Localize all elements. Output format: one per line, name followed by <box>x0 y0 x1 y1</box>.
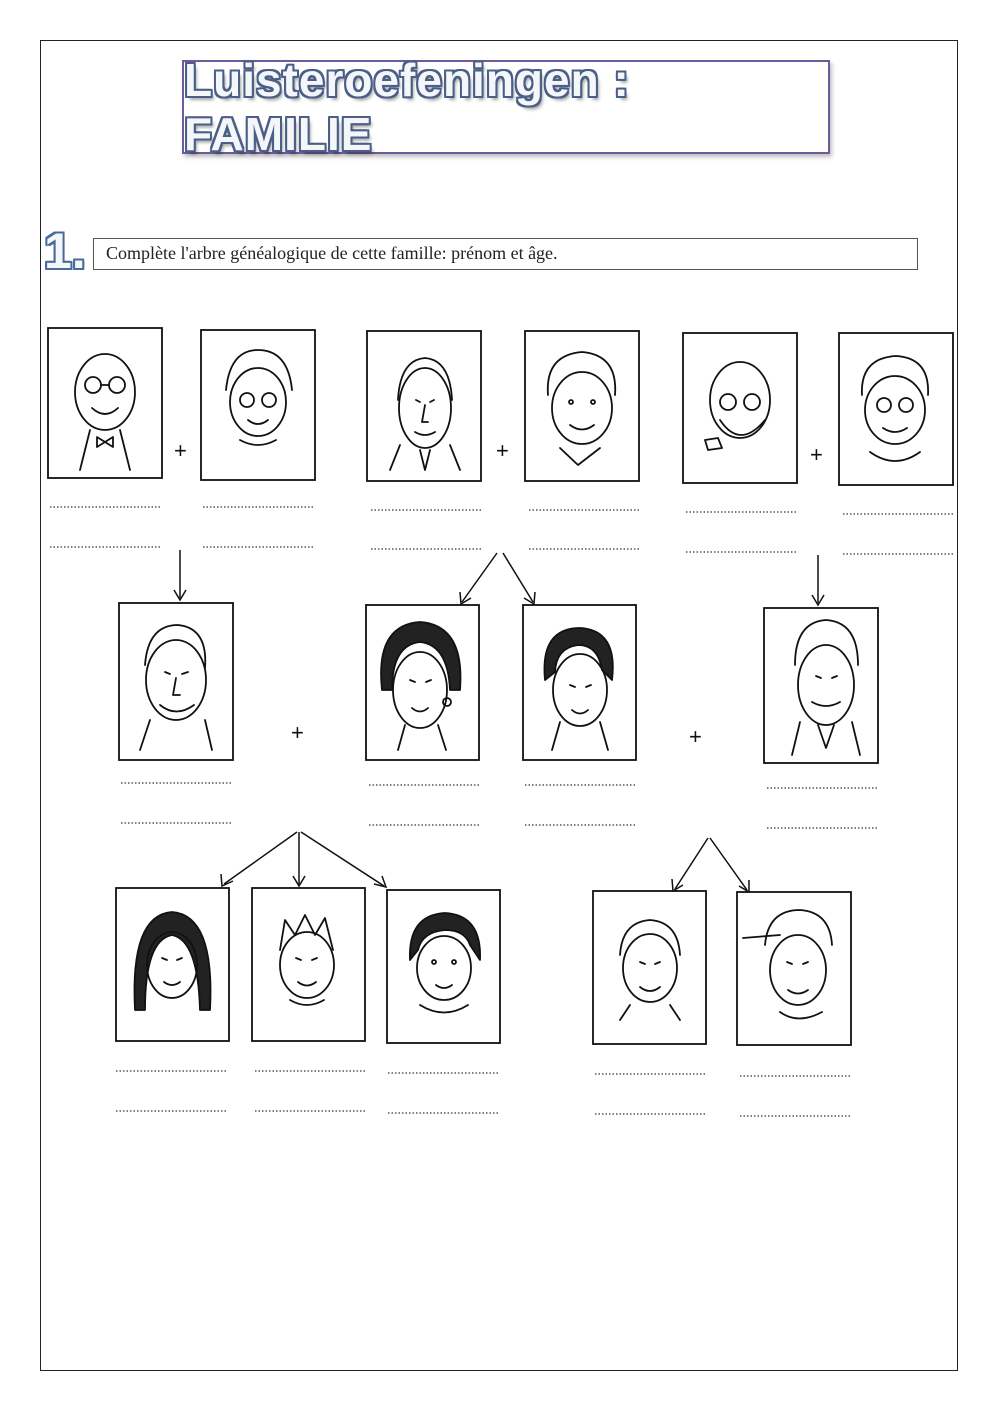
portrait-boy-cap <box>742 909 833 1020</box>
portrait-boy-short <box>619 919 681 1021</box>
portrait-grandfather-pipe <box>704 361 771 451</box>
answer-lines-generation-1 <box>50 506 953 555</box>
plus-sign: + <box>291 720 304 745</box>
arrows-generation-1 <box>173 550 825 607</box>
portrait-frame-grandmother-3 <box>838 332 954 486</box>
answer-lines-generation-2 <box>121 782 877 829</box>
portrait-boy-spiky <box>279 914 335 1006</box>
portrait-frame-child-4 <box>592 890 707 1045</box>
portrait-frame-grandfather-3 <box>682 332 798 484</box>
answer-lines-generation-3 <box>116 1070 850 1117</box>
portrait-frame-grandfather-1 <box>47 327 163 479</box>
plus-sign: + <box>496 438 509 463</box>
page-border <box>40 40 958 1371</box>
exercise-number: 1. <box>44 223 86 279</box>
portrait-mother-long-hair <box>380 621 462 751</box>
portrait-aunt-bob <box>543 627 614 751</box>
portrait-grandmother-short <box>861 355 929 462</box>
portrait-grandmother-glasses <box>225 349 293 446</box>
exercise-instruction: Complète l'arbre généalogique de cette f… <box>93 238 918 270</box>
portrait-bald-grandfather <box>74 353 136 471</box>
portrait-grandmother-curly <box>546 351 617 466</box>
portrait-father-short-hair <box>139 624 213 751</box>
portrait-frame-child-1 <box>115 887 230 1042</box>
portrait-grandfather-tie <box>389 357 461 471</box>
portrait-girl-fringe <box>409 912 481 1014</box>
page-title: Luisteroefeningen : FAMILIE <box>184 54 630 160</box>
arrows-generation-2 <box>220 831 750 894</box>
portrait-frame-grandmother-1 <box>200 329 316 481</box>
plus-sign: + <box>174 438 187 463</box>
portrait-girl-long-hair <box>133 911 212 1011</box>
portrait-frame-child-5 <box>736 891 852 1046</box>
portrait-frame-child-2 <box>251 887 366 1042</box>
plus-sign: + <box>810 442 823 467</box>
portrait-frame-uncle <box>763 607 879 764</box>
portrait-uncle-mustache <box>791 619 861 756</box>
plus-sign: + <box>689 724 702 749</box>
portrait-frame-grandmother-2 <box>524 330 640 482</box>
title-box: Luisteroefeningen : FAMILIE <box>182 54 830 160</box>
